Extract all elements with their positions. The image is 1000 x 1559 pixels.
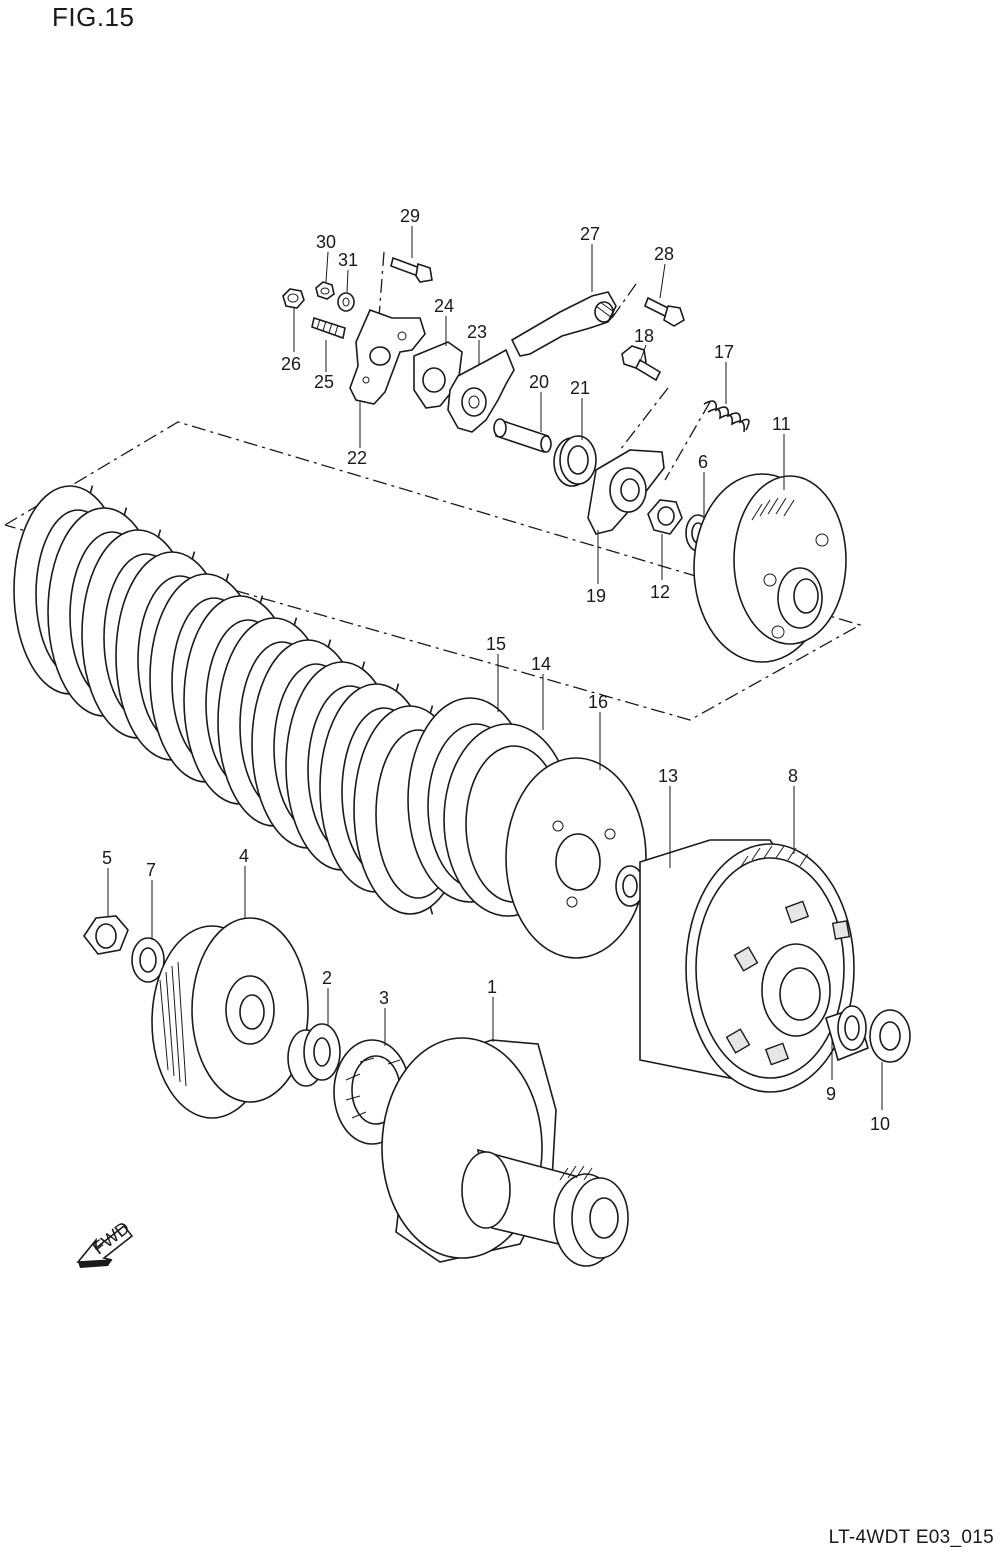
bushing-9	[825, 1005, 869, 1062]
callout-8: 8	[788, 766, 798, 786]
spring-17	[703, 400, 750, 433]
callout-20: 20	[529, 372, 549, 392]
washer-31	[337, 292, 355, 312]
callout-21: 21	[570, 378, 590, 398]
callout-31: 31	[338, 250, 358, 270]
fwd-arrow-icon: FWD	[76, 1217, 133, 1268]
callout-16: 16	[588, 692, 608, 712]
clutch-plate-16	[505, 757, 647, 959]
figure-code: LT-4WDT E03_015	[828, 1527, 994, 1548]
clutch-plate-stack	[13, 485, 471, 915]
bolt-18	[621, 345, 662, 382]
callout-25: 25	[314, 372, 334, 392]
callout-19: 19	[586, 586, 606, 606]
stud-25	[311, 316, 346, 340]
nut-5	[83, 915, 129, 955]
callout-27: 27	[580, 224, 600, 244]
callout-24: 24	[434, 296, 454, 316]
nut-30	[315, 281, 335, 300]
guide-line-spring-17	[664, 401, 711, 481]
lifter-19	[587, 449, 665, 535]
bracket-22	[349, 308, 426, 405]
callout-2: 2	[322, 968, 332, 988]
nut-26	[282, 288, 305, 309]
callout-10: 10	[870, 1114, 890, 1134]
callout-17: 17	[714, 342, 734, 362]
callout-7: 7	[146, 860, 156, 880]
washer-10	[869, 1009, 911, 1063]
callout-4: 4	[239, 846, 249, 866]
callout-28: 28	[654, 244, 674, 264]
callout-30: 30	[316, 232, 336, 252]
bushing-2	[287, 1023, 341, 1087]
callout-9: 9	[826, 1084, 836, 1104]
assembly-boundary	[4, 421, 862, 721]
callout-11: 11	[772, 414, 791, 434]
guide-line-bolt-28	[611, 283, 637, 319]
callout-29: 29	[400, 206, 420, 226]
callout-18: 18	[634, 326, 654, 346]
nut-12	[647, 499, 683, 535]
washer-7	[131, 937, 165, 983]
callout-15: 15	[486, 634, 506, 654]
leader-lines	[107, 226, 883, 1110]
figure-title: FIG.15	[52, 2, 135, 32]
cam-plate-23	[447, 348, 515, 433]
callout-23: 23	[467, 322, 487, 342]
callout-22: 22	[347, 448, 367, 468]
callout-5: 5	[102, 848, 112, 868]
guide-line-cam-18	[619, 387, 669, 451]
callout-3: 3	[379, 988, 389, 1008]
callout-1: 1	[487, 977, 497, 997]
release-lever-27	[510, 291, 617, 357]
callout-labels: 1 2 3 4 5 6 7 8 9 10 11 12 13 14 15 16 1…	[102, 206, 890, 1134]
bolt-28	[643, 296, 685, 327]
callout-14: 14	[531, 654, 551, 674]
callout-12: 12	[650, 582, 670, 602]
release-pin-20	[493, 418, 552, 454]
callout-13: 13	[658, 766, 678, 786]
bolt-29	[390, 256, 433, 283]
clutch-housing-8	[639, 839, 855, 1093]
callout-6: 6	[698, 452, 708, 472]
bearing-21	[553, 435, 597, 487]
clutch-drum-1	[381, 1037, 629, 1267]
pressure-plate-11	[693, 473, 847, 663]
callout-26: 26	[281, 354, 301, 374]
one-way-clutch-4	[151, 917, 309, 1119]
